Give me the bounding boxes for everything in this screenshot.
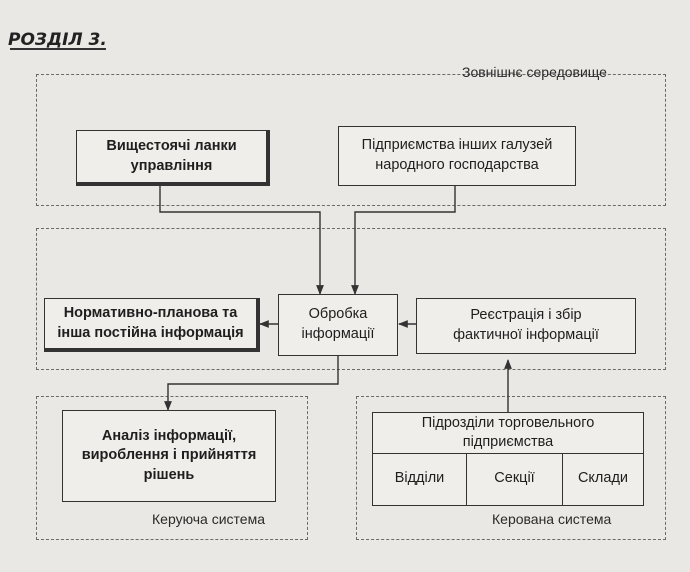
box-information-processing: Обробка інформації (278, 294, 398, 356)
unit-departments: Відділи (373, 453, 467, 505)
region-external-environment (36, 74, 666, 206)
unit-warehouses: Склади (577, 470, 629, 487)
unit-sections: Секції (467, 453, 563, 505)
box-analysis: Аналіз інформації, вироблення і прийнятт… (62, 410, 276, 502)
box-analysis-line-1: Аналіз інформації, (101, 427, 237, 444)
arrow-higher-mgmt-to-processing (159, 186, 324, 295)
box-subdivisions-header: Підрозділи торговельного підприємства (373, 413, 643, 454)
region-control-system (36, 396, 308, 540)
box-normative-line-1: Нормативно-планова та (63, 304, 238, 321)
box-processing-line-1: Обробка (308, 306, 368, 323)
box-other-enterprises-line-1: Підприємства інших галузей (361, 137, 553, 154)
box-higher-management-line-2: управління (130, 157, 213, 174)
box-higher-management-line-1: Вищестоячі ланки (106, 137, 237, 154)
box-registration-line-1: Реєстрація і збір (470, 307, 582, 324)
box-registration-line-2: фактичної інформації (453, 327, 599, 343)
box-analysis-line-3: рішень (143, 466, 195, 483)
box-higher-management: Вищестоячі ланки управління (76, 130, 270, 186)
box-subdivisions-line-1: Підрозділи торговельного (421, 415, 595, 432)
box-other-enterprises-line-2: народного господарства (375, 157, 539, 173)
box-other-enterprises: Підприємства інших галузей народного гос… (338, 126, 576, 186)
box-registration: Реєстрація і збір фактичної інформації (416, 298, 636, 354)
region-information-system (36, 228, 666, 370)
box-analysis-line-2: вироблення і прийняття (81, 447, 257, 464)
section-underline (10, 48, 106, 50)
section-label: РОЗДІЛ 3. (8, 30, 107, 50)
region-controlled-system (356, 396, 666, 540)
box-subdivisions: Підрозділи торговельного підприємства Ві… (372, 412, 644, 506)
box-normative-information: Нормативно-планова та інша постійна інфо… (44, 298, 260, 352)
box-processing-line-2: інформації (301, 326, 375, 342)
region-label-control: Керуюча система (152, 511, 266, 527)
region-label-external: Зовнішнє середовище (462, 64, 607, 80)
arrow-enterprises-to-processing (351, 186, 456, 295)
box-subdivisions-line-2: підприємства (462, 434, 554, 450)
arrow-processing-to-analysis (164, 356, 339, 411)
region-label-controlled: Керована система (492, 511, 612, 527)
box-normative-line-2: інша постійна інформація (57, 324, 244, 341)
